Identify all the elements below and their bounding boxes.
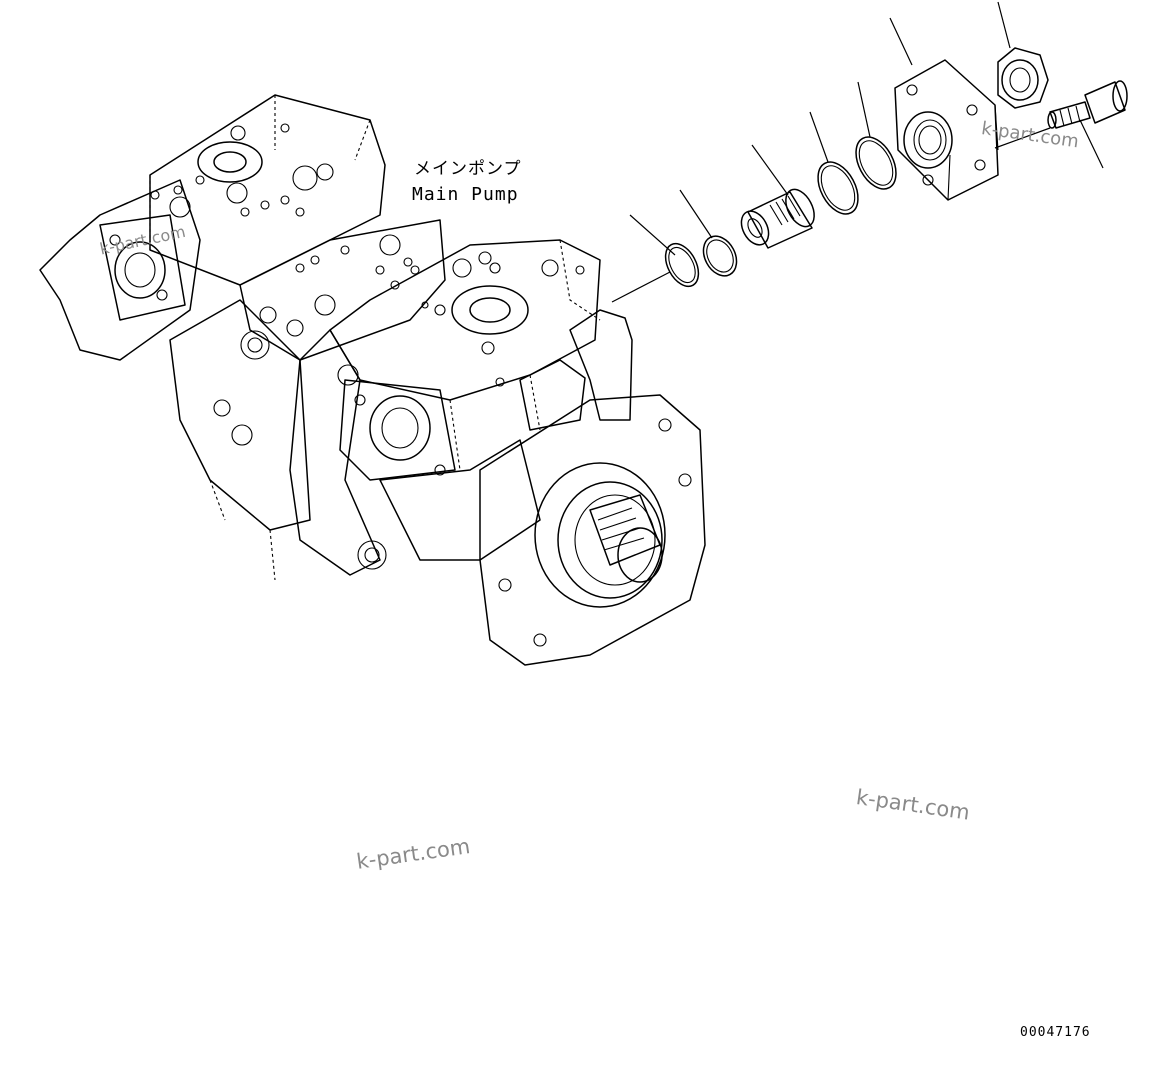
bolt [1047,80,1128,129]
main-pump-label-jp: メインポンプ [414,159,522,179]
o-ring-large-2 [855,136,897,190]
split-flange [894,59,999,201]
hex-nut [997,47,1049,109]
main-pump-label-en: Main Pump [412,184,519,205]
o-ring-small-1 [664,242,700,288]
assembly-axis-line [611,271,671,303]
main-pump-drawing [39,94,706,666]
threaded-union [740,188,815,249]
o-ring-small-2 [702,235,738,277]
o-ring-large-1 [817,161,859,215]
figure-number: 00047176 [1020,1025,1091,1040]
